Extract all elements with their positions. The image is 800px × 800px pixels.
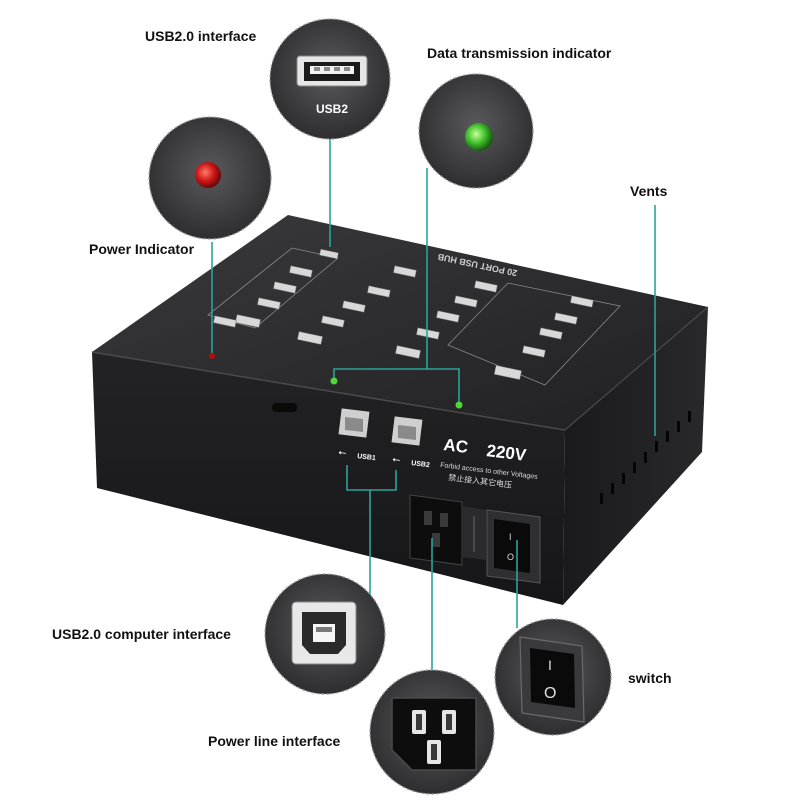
- label-power-indicator: Power Indicator: [89, 241, 195, 257]
- device-top-face: [92, 215, 708, 430]
- usb-b-port: [391, 416, 423, 446]
- label-usb20-interface: USB2.0 interface: [145, 28, 257, 44]
- usb-trident-icon: ⭠: [392, 454, 401, 466]
- zoom-switch: I O: [494, 618, 612, 736]
- switch-off-mark: O: [507, 552, 514, 562]
- usb-port: [570, 295, 594, 308]
- zoom-usb-port: USB2: [269, 18, 391, 140]
- usb-hub-device: 20 PORT USB HUB USB1 USB2 ⭠ ⭠ AC 220V Fo…: [91, 215, 709, 605]
- data-led: [330, 377, 338, 385]
- usb-port: [273, 281, 297, 294]
- zoom-power-socket: [369, 669, 495, 795]
- power-socket: [409, 494, 486, 566]
- power-led-zoom: [195, 162, 221, 188]
- zoom-switch-on: I: [548, 657, 552, 673]
- zoom-usb-label: USB2: [316, 102, 348, 116]
- rocker-switch: I O: [486, 509, 541, 584]
- usb-port: [257, 297, 281, 310]
- usb-port-array: [213, 248, 594, 380]
- switch-on-mark: I: [509, 532, 512, 542]
- label-switch: switch: [628, 670, 672, 686]
- usb-trident-icon: ⭠: [338, 447, 347, 459]
- label-computer-interface: USB2.0 computer interface: [52, 626, 231, 642]
- voltage-label: 220V: [486, 441, 528, 465]
- leader-line-computer-2: [370, 470, 397, 491]
- zoom-usb-b: [264, 573, 386, 695]
- usb-port: [367, 285, 391, 298]
- leader-line-data-led: [333, 168, 428, 378]
- usb-port: [342, 300, 366, 313]
- zoom-switch-off: O: [544, 685, 556, 702]
- port-group-outline: [207, 247, 339, 329]
- vents: [600, 411, 691, 504]
- usb-port: [393, 265, 417, 278]
- usb-port: [522, 345, 546, 358]
- label-data-indicator: Data transmission indicator: [427, 45, 612, 61]
- usb-port: [213, 315, 237, 328]
- usb-b-port: [338, 408, 370, 438]
- usb-port: [454, 295, 478, 308]
- usb-port: [321, 315, 345, 328]
- zoom-power-led: [148, 116, 272, 240]
- usb-port: [297, 331, 323, 345]
- leader-line-computer: [346, 465, 371, 595]
- label-power-line: Power line interface: [208, 733, 341, 749]
- usb-port: [289, 265, 313, 278]
- usb-port: [235, 314, 261, 328]
- usb-port: [436, 310, 460, 323]
- power-led: [209, 353, 215, 359]
- recess: [272, 403, 297, 412]
- label-vents: Vents: [630, 183, 668, 199]
- data-led-zoom: [465, 123, 493, 151]
- data-led: [455, 401, 463, 409]
- zoom-data-led: [418, 73, 534, 189]
- device-side-face: [563, 307, 708, 605]
- leader-line-data-led-2: [427, 368, 460, 402]
- ac-label: AC: [443, 435, 470, 457]
- leader-lines: [211, 138, 656, 672]
- usb-port: [474, 280, 498, 293]
- usb-port: [395, 345, 421, 359]
- usb-port: [554, 312, 578, 325]
- usb2-label: USB2: [411, 460, 430, 469]
- usb-port: [493, 365, 522, 380]
- usb-port: [539, 327, 563, 340]
- usb1-label: USB1: [357, 453, 376, 462]
- usb-port: [319, 248, 339, 260]
